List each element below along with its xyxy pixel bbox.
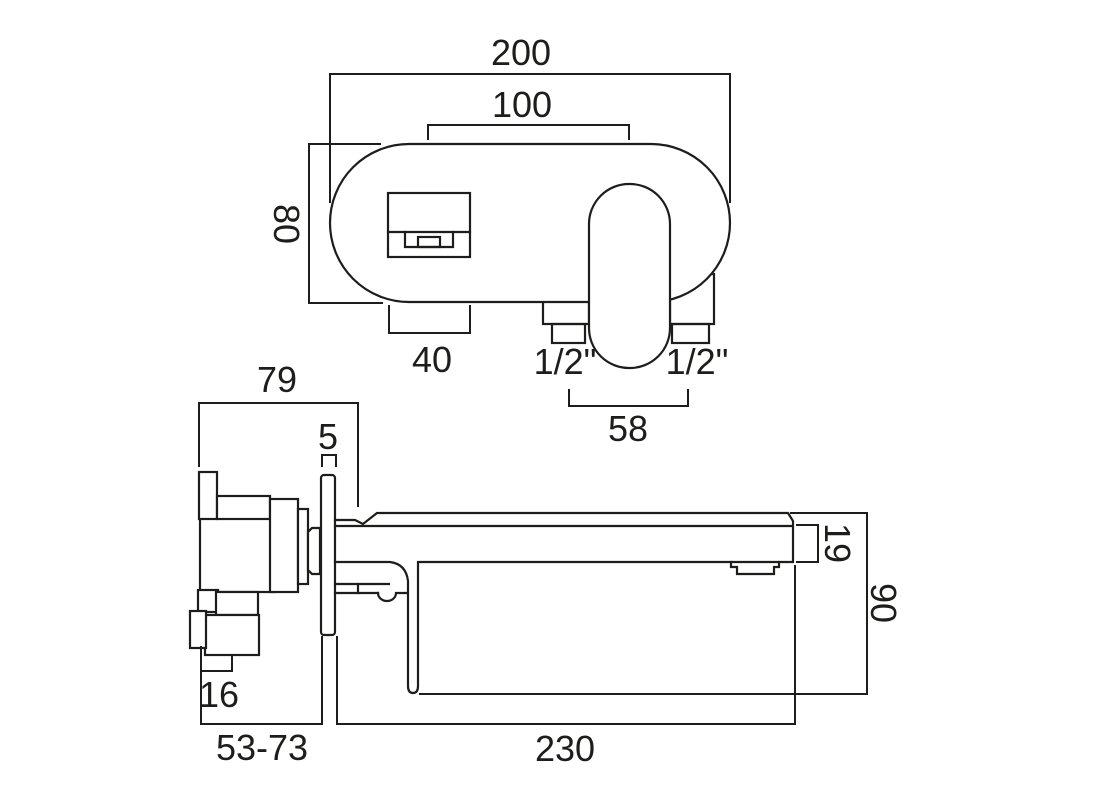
inlet-tab-left-lower xyxy=(550,322,587,345)
dim-line-19 xyxy=(796,524,819,563)
dim-inlet-left-label: 1/2" xyxy=(534,341,597,382)
spout-and-lever-outline xyxy=(333,511,795,695)
dim-line-58 xyxy=(568,389,689,407)
valve-front-block xyxy=(268,497,300,594)
wall-bracket-top xyxy=(197,470,219,521)
inlet-stub-left xyxy=(188,609,208,650)
inlet-stub-lower xyxy=(203,613,261,657)
dim-concealed-depth-label: 79 xyxy=(257,359,297,400)
dim-inlet-spacing-label: 58 xyxy=(608,408,648,449)
front-view: 200 100 80 40 1/2" 1/2" 58 xyxy=(266,32,732,449)
dim-line-79 xyxy=(198,402,359,507)
spout-front-aerator xyxy=(416,235,442,249)
cartridge-screw-boss xyxy=(376,591,409,603)
handle-capsule xyxy=(587,182,672,370)
inlet-tab-right-lower xyxy=(670,322,711,345)
dim-line-16 xyxy=(200,654,233,672)
dim-inlet-offset-label: 16 xyxy=(199,674,239,715)
dim-line-90 xyxy=(419,512,868,695)
dim-line-80 xyxy=(308,143,383,304)
dim-line-200 xyxy=(329,73,731,203)
dim-line-230 xyxy=(336,565,796,725)
dim-wall-range-label: 53-73 xyxy=(216,727,308,768)
dim-line-100 xyxy=(427,124,630,140)
dim-line-53-73 xyxy=(200,636,323,725)
inlet-pipe-bottom xyxy=(214,590,260,617)
dim-spout-height-label: 19 xyxy=(817,523,858,563)
dim-projection-label: 230 xyxy=(535,728,595,769)
dim-line-40 xyxy=(388,305,471,334)
dim-line-5 xyxy=(321,454,337,467)
dim-inlet-right-label: 1/2" xyxy=(666,341,729,382)
dim-overall-width-label: 200 xyxy=(491,32,551,73)
dim-plate-thickness-label: 5 xyxy=(318,416,338,457)
inlet-pipe-top xyxy=(215,494,272,521)
escutcheon-plate xyxy=(319,473,337,637)
spout-front xyxy=(386,191,472,259)
side-view: 79 5 16 53-73 230 19 90 xyxy=(188,359,904,769)
valve-step xyxy=(296,507,310,586)
dim-centres-label: 100 xyxy=(492,84,552,125)
valve-stem xyxy=(306,526,322,576)
dim-overall-height-label: 90 xyxy=(863,583,904,623)
dim-plate-height-label: 80 xyxy=(266,204,307,244)
aerator-underside xyxy=(729,560,781,576)
dim-spout-width-label: 40 xyxy=(412,339,452,380)
valve-body xyxy=(198,516,277,594)
